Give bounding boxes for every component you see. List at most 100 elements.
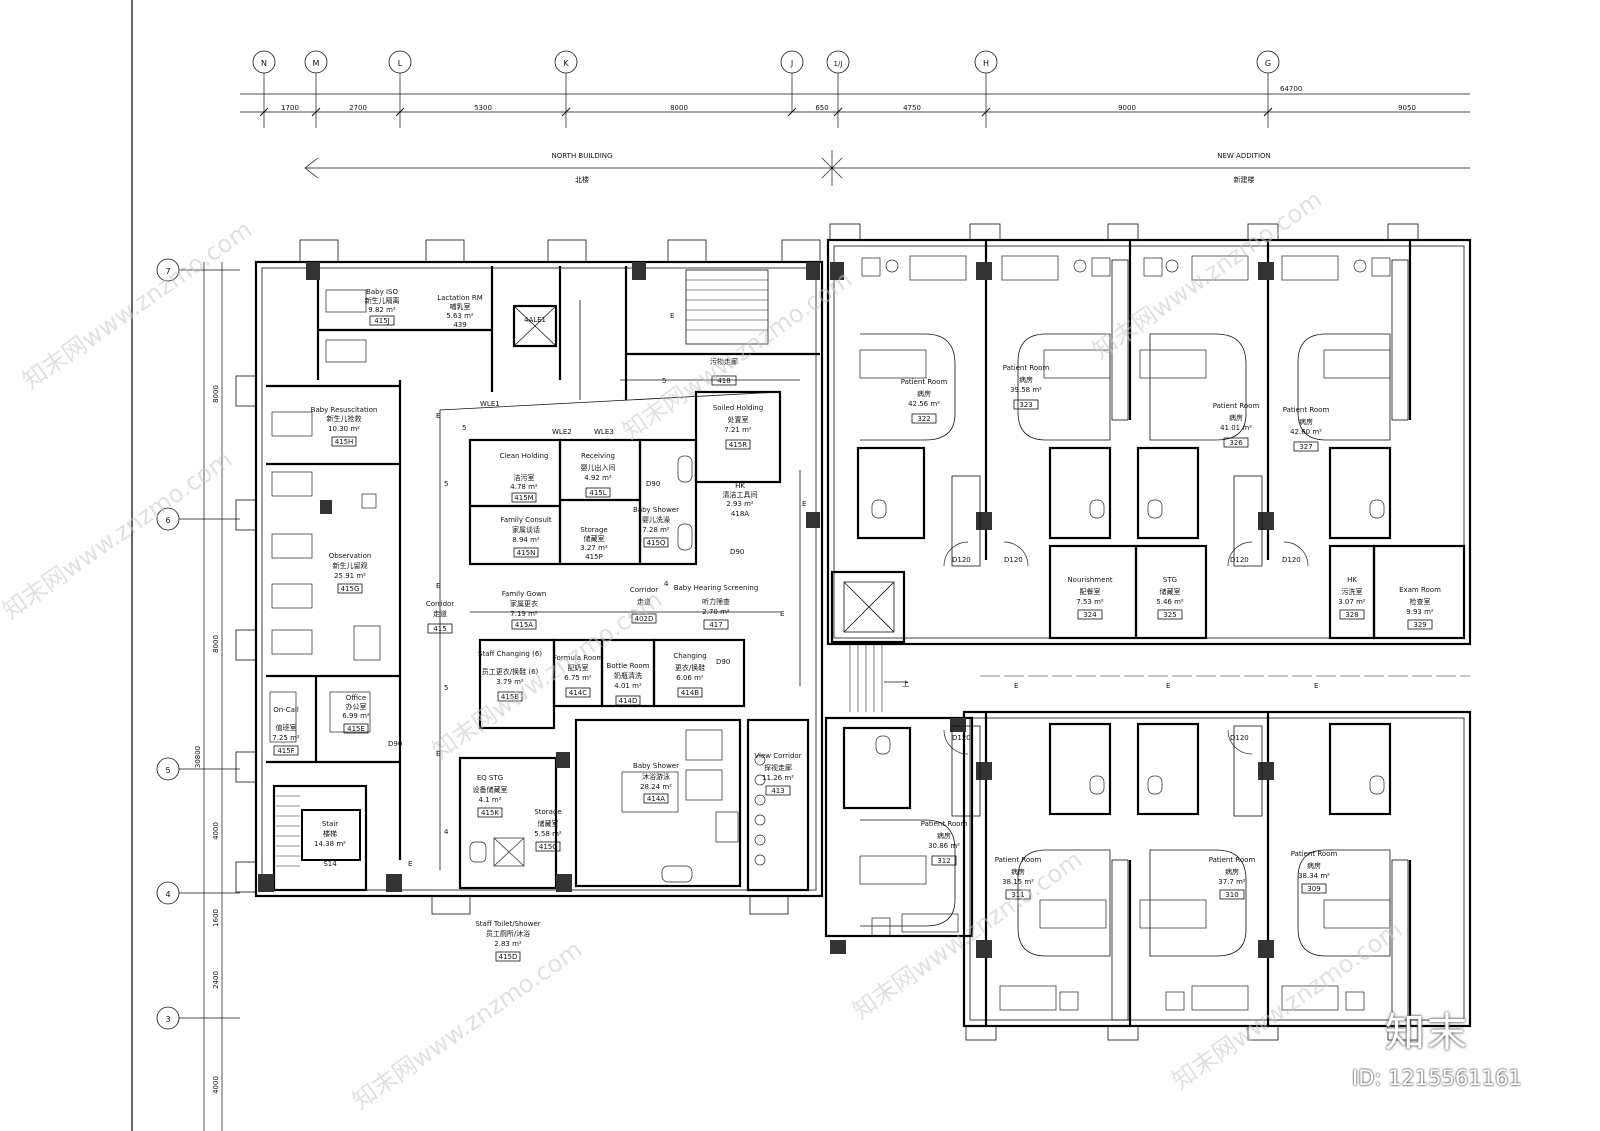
svg-text:2400: 2400 xyxy=(212,971,220,989)
svg-text:哺乳室: 哺乳室 xyxy=(450,302,471,311)
svg-text:38.15 m²: 38.15 m² xyxy=(1002,878,1034,886)
svg-text:418A: 418A xyxy=(731,510,749,518)
north-building-label: NORTH BUILDING xyxy=(552,152,613,160)
svg-text:Patient Room: Patient Room xyxy=(1213,402,1260,410)
svg-text:Bottle Room: Bottle Room xyxy=(607,662,650,670)
svg-text:洁污室: 洁污室 xyxy=(514,473,535,482)
svg-text:326: 326 xyxy=(1229,439,1243,447)
svg-text:E: E xyxy=(670,312,674,320)
room-label: Clean Holding 洁污室 4.78 m² 415M xyxy=(500,452,548,503)
svg-text:Staff Toilet/Shower: Staff Toilet/Shower xyxy=(475,920,540,928)
svg-text:D120: D120 xyxy=(1230,734,1249,742)
room-label: Patient Room 病房 42.60 m² 327 xyxy=(1283,406,1329,452)
svg-text:更衣/换鞋: 更衣/换鞋 xyxy=(675,663,705,672)
svg-text:415J: 415J xyxy=(374,317,389,325)
svg-text:走道: 走道 xyxy=(433,609,447,618)
room-label: Patient Room 病房 37.7 m² 310 xyxy=(1209,856,1255,900)
svg-text:病房: 病房 xyxy=(937,831,951,840)
svg-text:婴儿出入间: 婴儿出入间 xyxy=(581,463,616,472)
grid-bubble-5: 5 xyxy=(156,757,240,781)
svg-text:Baby Hearing Screening: Baby Hearing Screening xyxy=(674,584,759,592)
svg-text:污物走廊: 污物走廊 xyxy=(710,357,738,366)
room-label: Patient Room 病房 42.56 m² 322 xyxy=(901,378,947,424)
top-dimensions: 64700 1700 2700 5300 8000 650 4750 9000 … xyxy=(240,85,1470,117)
new-addition-label: NEW ADDITION xyxy=(1217,152,1271,160)
svg-text:走道: 走道 xyxy=(637,597,651,606)
svg-text:5300: 5300 xyxy=(474,104,492,112)
room-label: Family Consult 家属谈话 8.94 m² 415N xyxy=(500,516,552,558)
svg-text:3: 3 xyxy=(165,1015,170,1024)
svg-text:E: E xyxy=(802,500,806,508)
svg-text:Family Gown: Family Gown xyxy=(502,590,547,598)
svg-text:8000: 8000 xyxy=(212,385,220,403)
svg-text:3.27 m²: 3.27 m² xyxy=(580,544,608,552)
svg-text:7.53 m²: 7.53 m² xyxy=(1076,598,1104,606)
svg-text:HK: HK xyxy=(1347,576,1357,584)
grid-bubble-m: M xyxy=(304,50,328,128)
svg-text:325: 325 xyxy=(1163,611,1176,619)
room-label: Exam Room 检查室 9.93 m² 329 xyxy=(1399,586,1441,630)
left-dimensions: 8000 8000 4000 1600 2400 4000 30800 xyxy=(194,262,223,1131)
svg-text:5: 5 xyxy=(444,480,448,488)
svg-text:414C: 414C xyxy=(569,689,587,697)
grid-bubble-k: K xyxy=(554,50,578,128)
svg-text:污洗室: 污洗室 xyxy=(1342,587,1363,596)
svg-text:Exam Room: Exam Room xyxy=(1399,586,1441,594)
svg-text:7.28 m²: 7.28 m² xyxy=(642,526,670,534)
room-label: STG 储藏室 5.46 m² 325 xyxy=(1156,576,1184,620)
svg-text:415E: 415E xyxy=(347,725,365,733)
svg-text:3.79 m²: 3.79 m² xyxy=(496,678,524,686)
svg-text:配餐室: 配餐室 xyxy=(1080,587,1101,596)
svg-text:38.34 m²: 38.34 m² xyxy=(1298,872,1330,880)
svg-text:5: 5 xyxy=(165,766,170,775)
room-label: Baby ISO 新生儿隔离 9.82 m² 415J xyxy=(365,288,400,326)
svg-text:8.94 m²: 8.94 m² xyxy=(512,536,540,544)
svg-text:11.26 m²: 11.26 m² xyxy=(762,774,794,782)
room-label: Baby Hearing Screening 听力筛查 2.70 m² 417 xyxy=(674,584,759,630)
svg-text:4000: 4000 xyxy=(212,822,220,840)
svg-text:650: 650 xyxy=(815,104,828,112)
room-label: HK 污洗室 3.07 m² 328 xyxy=(1338,576,1366,620)
svg-text:Office: Office xyxy=(346,694,366,702)
svg-text:探视走廊: 探视走廊 xyxy=(764,763,792,772)
svg-text:415G: 415G xyxy=(341,585,360,593)
svg-text:新生儿隔离: 新生儿隔离 xyxy=(365,296,400,305)
grid-bubble-l: L xyxy=(388,50,412,128)
svg-text:415A: 415A xyxy=(515,621,533,629)
svg-text:Baby Resuscitation: Baby Resuscitation xyxy=(311,406,378,414)
svg-text:6.75 m²: 6.75 m² xyxy=(564,674,592,682)
svg-text:41.01 m²: 41.01 m² xyxy=(1220,424,1252,432)
svg-text:310: 310 xyxy=(1225,891,1238,899)
svg-text:415M: 415M xyxy=(514,494,533,502)
watermark-text: 知末网www.znzmo.com xyxy=(347,935,587,1115)
room-label: 污物走廊 418 xyxy=(710,357,738,386)
svg-text:6.99 m²: 6.99 m² xyxy=(342,712,370,720)
watermark-text: 知末网www.znzmo.com xyxy=(1087,185,1327,365)
svg-text:7.25 m²: 7.25 m² xyxy=(272,734,300,742)
svg-text:处置室: 处置室 xyxy=(728,415,749,424)
svg-text:402D: 402D xyxy=(635,615,654,623)
svg-text:415B: 415B xyxy=(501,693,519,701)
svg-text:415H: 415H xyxy=(335,438,354,446)
svg-text:5.63 m²: 5.63 m² xyxy=(446,312,474,320)
svg-text:储藏室: 储藏室 xyxy=(538,819,559,828)
room-label: View Corridor 探视走廊 11.26 m² 413 xyxy=(754,752,802,796)
north-building-walls xyxy=(235,239,824,915)
svg-text:9.93 m²: 9.93 m² xyxy=(1406,608,1434,616)
svg-text:E: E xyxy=(1014,682,1018,690)
svg-text:奶瓶清洗: 奶瓶清洗 xyxy=(614,671,642,680)
svg-text:414A: 414A xyxy=(647,795,665,803)
svg-text:楼梯: 楼梯 xyxy=(323,829,337,838)
svg-text:413: 413 xyxy=(771,787,784,795)
svg-text:Storage: Storage xyxy=(580,526,607,534)
room-label: On-Call 值班室 7.25 m² 415F xyxy=(272,706,300,756)
svg-text:婴儿洗澡: 婴儿洗澡 xyxy=(642,515,670,524)
svg-text:Soiled Holding: Soiled Holding xyxy=(713,404,763,412)
svg-text:322: 322 xyxy=(917,415,930,423)
room-label: Baby Resuscitation 新生儿抢救 10.30 m² 415H xyxy=(311,406,378,447)
svg-text:418: 418 xyxy=(717,377,730,385)
svg-text:1600: 1600 xyxy=(212,909,220,927)
room-label: Corridor 走道 402D xyxy=(630,586,658,624)
svg-text:329: 329 xyxy=(1413,621,1426,629)
svg-text:D90: D90 xyxy=(646,480,660,488)
